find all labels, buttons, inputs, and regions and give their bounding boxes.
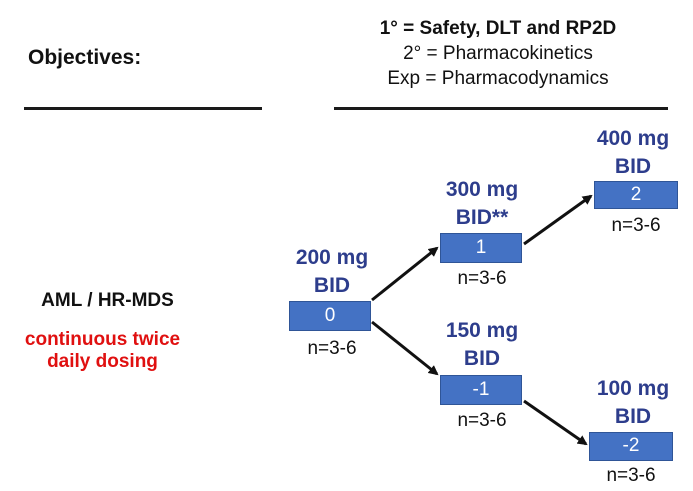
arrow-to-level-2 xyxy=(523,194,593,246)
dose-level-0-dose: 200 mg xyxy=(295,246,369,269)
dosing-schedule-line2: daily dosing xyxy=(47,351,158,372)
objectives-heading: Objectives: xyxy=(28,46,142,69)
dose-level-minus1-dose: 150 mg xyxy=(445,319,519,342)
dose-level-minus2-frequency: BID xyxy=(614,405,652,428)
population-label: AML / HR-MDS xyxy=(41,290,174,311)
dose-level-2-box: 2 xyxy=(594,181,678,209)
dose-level-2-frequency: BID xyxy=(614,155,652,178)
dose-level-0-n: n=3-6 xyxy=(307,338,357,359)
dose-level-minus2-n: n=3-6 xyxy=(606,465,656,486)
secondary-objective: 2° = Pharmacokinetics xyxy=(403,43,593,64)
divider-left xyxy=(24,107,262,110)
dose-level-1-frequency: BID** xyxy=(455,206,509,229)
dose-level-2-n: n=3-6 xyxy=(611,215,661,236)
dose-level-minus2-dose: 100 mg xyxy=(596,377,670,400)
dose-level-1-box: 1 xyxy=(440,233,522,263)
dose-level-minus1-n: n=3-6 xyxy=(457,410,507,431)
dose-level-minus2-box: -2 xyxy=(589,432,673,461)
dose-level-minus1-frequency: BID xyxy=(463,347,501,370)
dose-level-0-frequency: BID xyxy=(313,274,351,297)
arrow-to-level-minus1 xyxy=(371,320,439,376)
dose-level-1-n: n=3-6 xyxy=(457,268,507,289)
dosing-schedule-line1: continuous twice xyxy=(24,329,181,350)
dose-level-0-box: 0 xyxy=(289,301,371,331)
dose-level-1-dose: 300 mg xyxy=(445,178,519,201)
dose-level-minus1-box: -1 xyxy=(440,375,522,405)
divider-right xyxy=(334,107,668,110)
arrow-to-level-minus2 xyxy=(523,399,588,446)
exploratory-objective: Exp = Pharmacodynamics xyxy=(387,68,609,89)
primary-objective: 1° = Safety, DLT and RP2D xyxy=(379,18,617,39)
arrow-to-level-1 xyxy=(371,246,439,302)
dose-level-2-dose: 400 mg xyxy=(596,127,670,150)
